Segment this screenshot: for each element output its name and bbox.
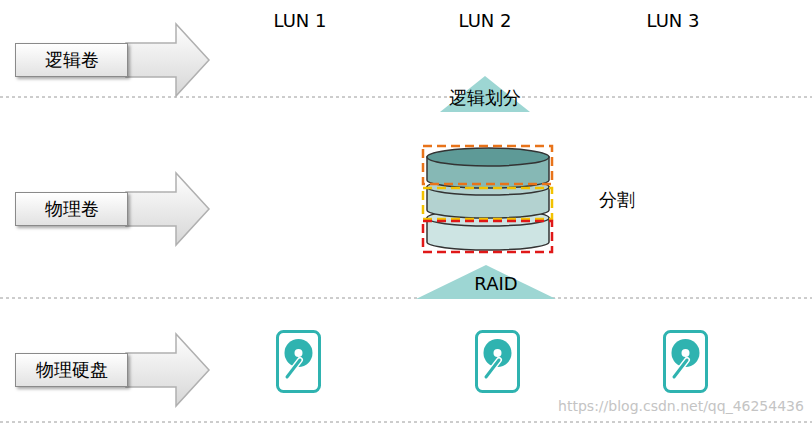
lun-label: LUN 2: [459, 10, 512, 31]
layer-name: 物理硬盘: [36, 358, 108, 382]
layer-box: 逻辑卷: [15, 43, 128, 77]
lun-label: LUN 1: [274, 10, 327, 31]
disk-icon: [278, 332, 320, 392]
layer-box: 物理卷: [15, 192, 128, 226]
separator-lines: [0, 97, 812, 422]
partition-frames: [423, 146, 552, 252]
up-triangle: [440, 76, 530, 112]
volume-cylinder: [427, 148, 549, 250]
layer-name: 逻辑卷: [45, 48, 99, 72]
step-label: RAID: [474, 273, 517, 294]
disk-icon: [477, 332, 519, 392]
up-triangle: [416, 265, 556, 299]
layer-box: 物理硬盘: [15, 353, 128, 387]
layer-name: 物理卷: [45, 197, 99, 221]
block-arrows: [126, 24, 209, 406]
step-label: 逻辑划分: [449, 86, 521, 110]
lun-label: LUN 3: [647, 10, 700, 31]
watermark: https://blog.csdn.net/qq_46254436: [558, 398, 804, 414]
step-label: 分割: [599, 188, 635, 212]
disk-icon: [665, 332, 707, 392]
